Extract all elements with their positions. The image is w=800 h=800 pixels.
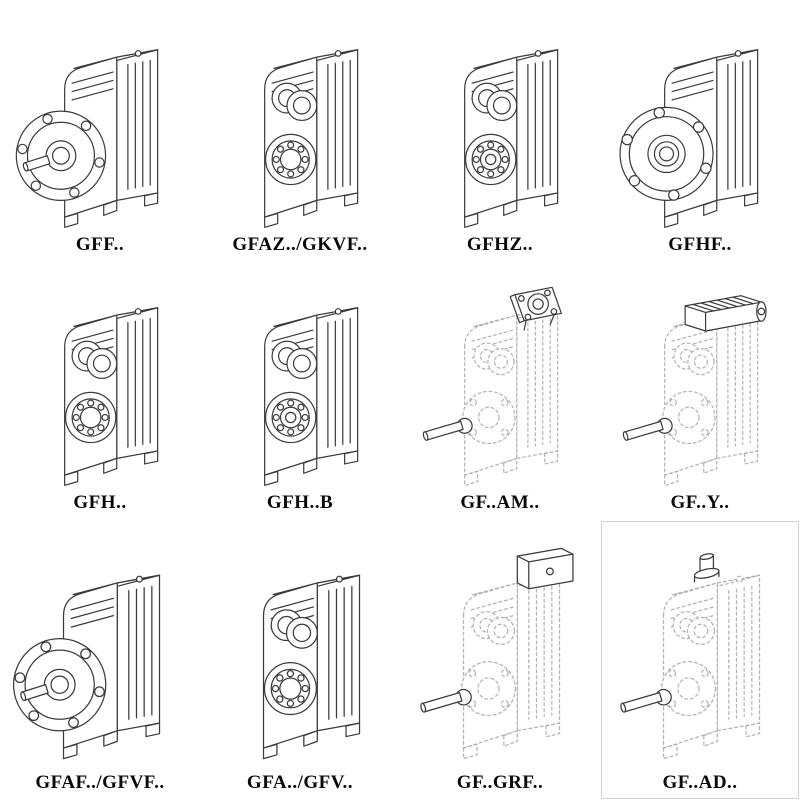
- model-label: GFHZ..: [466, 234, 534, 255]
- catalog-cell: GFF..: [0, 0, 200, 262]
- model-label: GF..AD..: [662, 772, 738, 793]
- gearbox-drawing: [421, 286, 562, 486]
- model-label: GFA../GFV..: [246, 772, 354, 793]
- block-part: [516, 547, 574, 590]
- gearbox-drawing: [264, 49, 359, 228]
- catalog-cell: GFA../GFV..: [200, 520, 400, 800]
- catalog-cell: GFHZ..: [400, 0, 600, 262]
- model-label: GFAF../GFVF..: [35, 772, 165, 793]
- gearbox-drawing: [464, 49, 559, 228]
- model-label: GFF..: [75, 234, 125, 255]
- gearbox-drawing: [621, 295, 767, 486]
- catalog-cell: GFHF..: [600, 0, 800, 262]
- catalog-cell: GFH..B: [200, 262, 400, 520]
- model-label: GFH..: [73, 492, 127, 513]
- catalog-cell: GF..GRF..: [400, 520, 600, 800]
- gearbox-drawing: [12, 574, 161, 760]
- gearbox-drawing: [419, 547, 574, 760]
- catalog-cell: GF..AM..: [400, 262, 600, 520]
- catalog-cell: GFAZ../GKVF..: [200, 0, 400, 262]
- model-label: GFHF..: [668, 234, 732, 255]
- gearbox-drawing: [64, 307, 159, 486]
- model-label: GFAZ../GKVF..: [232, 234, 368, 255]
- flange-shaft-part: [12, 638, 107, 732]
- flange-shaft-part: [15, 110, 107, 201]
- gearbox-drawing: [619, 49, 759, 228]
- stub-part: [693, 552, 721, 583]
- model-label: GF..AM..: [460, 492, 540, 513]
- gearbox-drawing: [262, 574, 361, 760]
- model-label: GFH..B: [266, 492, 334, 513]
- catalog-cell: GF..AD..: [600, 520, 800, 800]
- model-label: GF..GRF..: [456, 772, 544, 793]
- gearbox-drawing: [264, 307, 359, 486]
- gearbox-drawing: [619, 552, 761, 760]
- gearbox-drawing: [15, 49, 159, 228]
- catalog-cell: GFAF../GFVF..: [0, 520, 200, 800]
- model-label: GF..Y..: [670, 492, 730, 513]
- catalog-cell: GFH..: [0, 262, 200, 520]
- flange-hollow-part: [619, 106, 714, 201]
- catalog-cell: GF..Y..: [600, 262, 800, 520]
